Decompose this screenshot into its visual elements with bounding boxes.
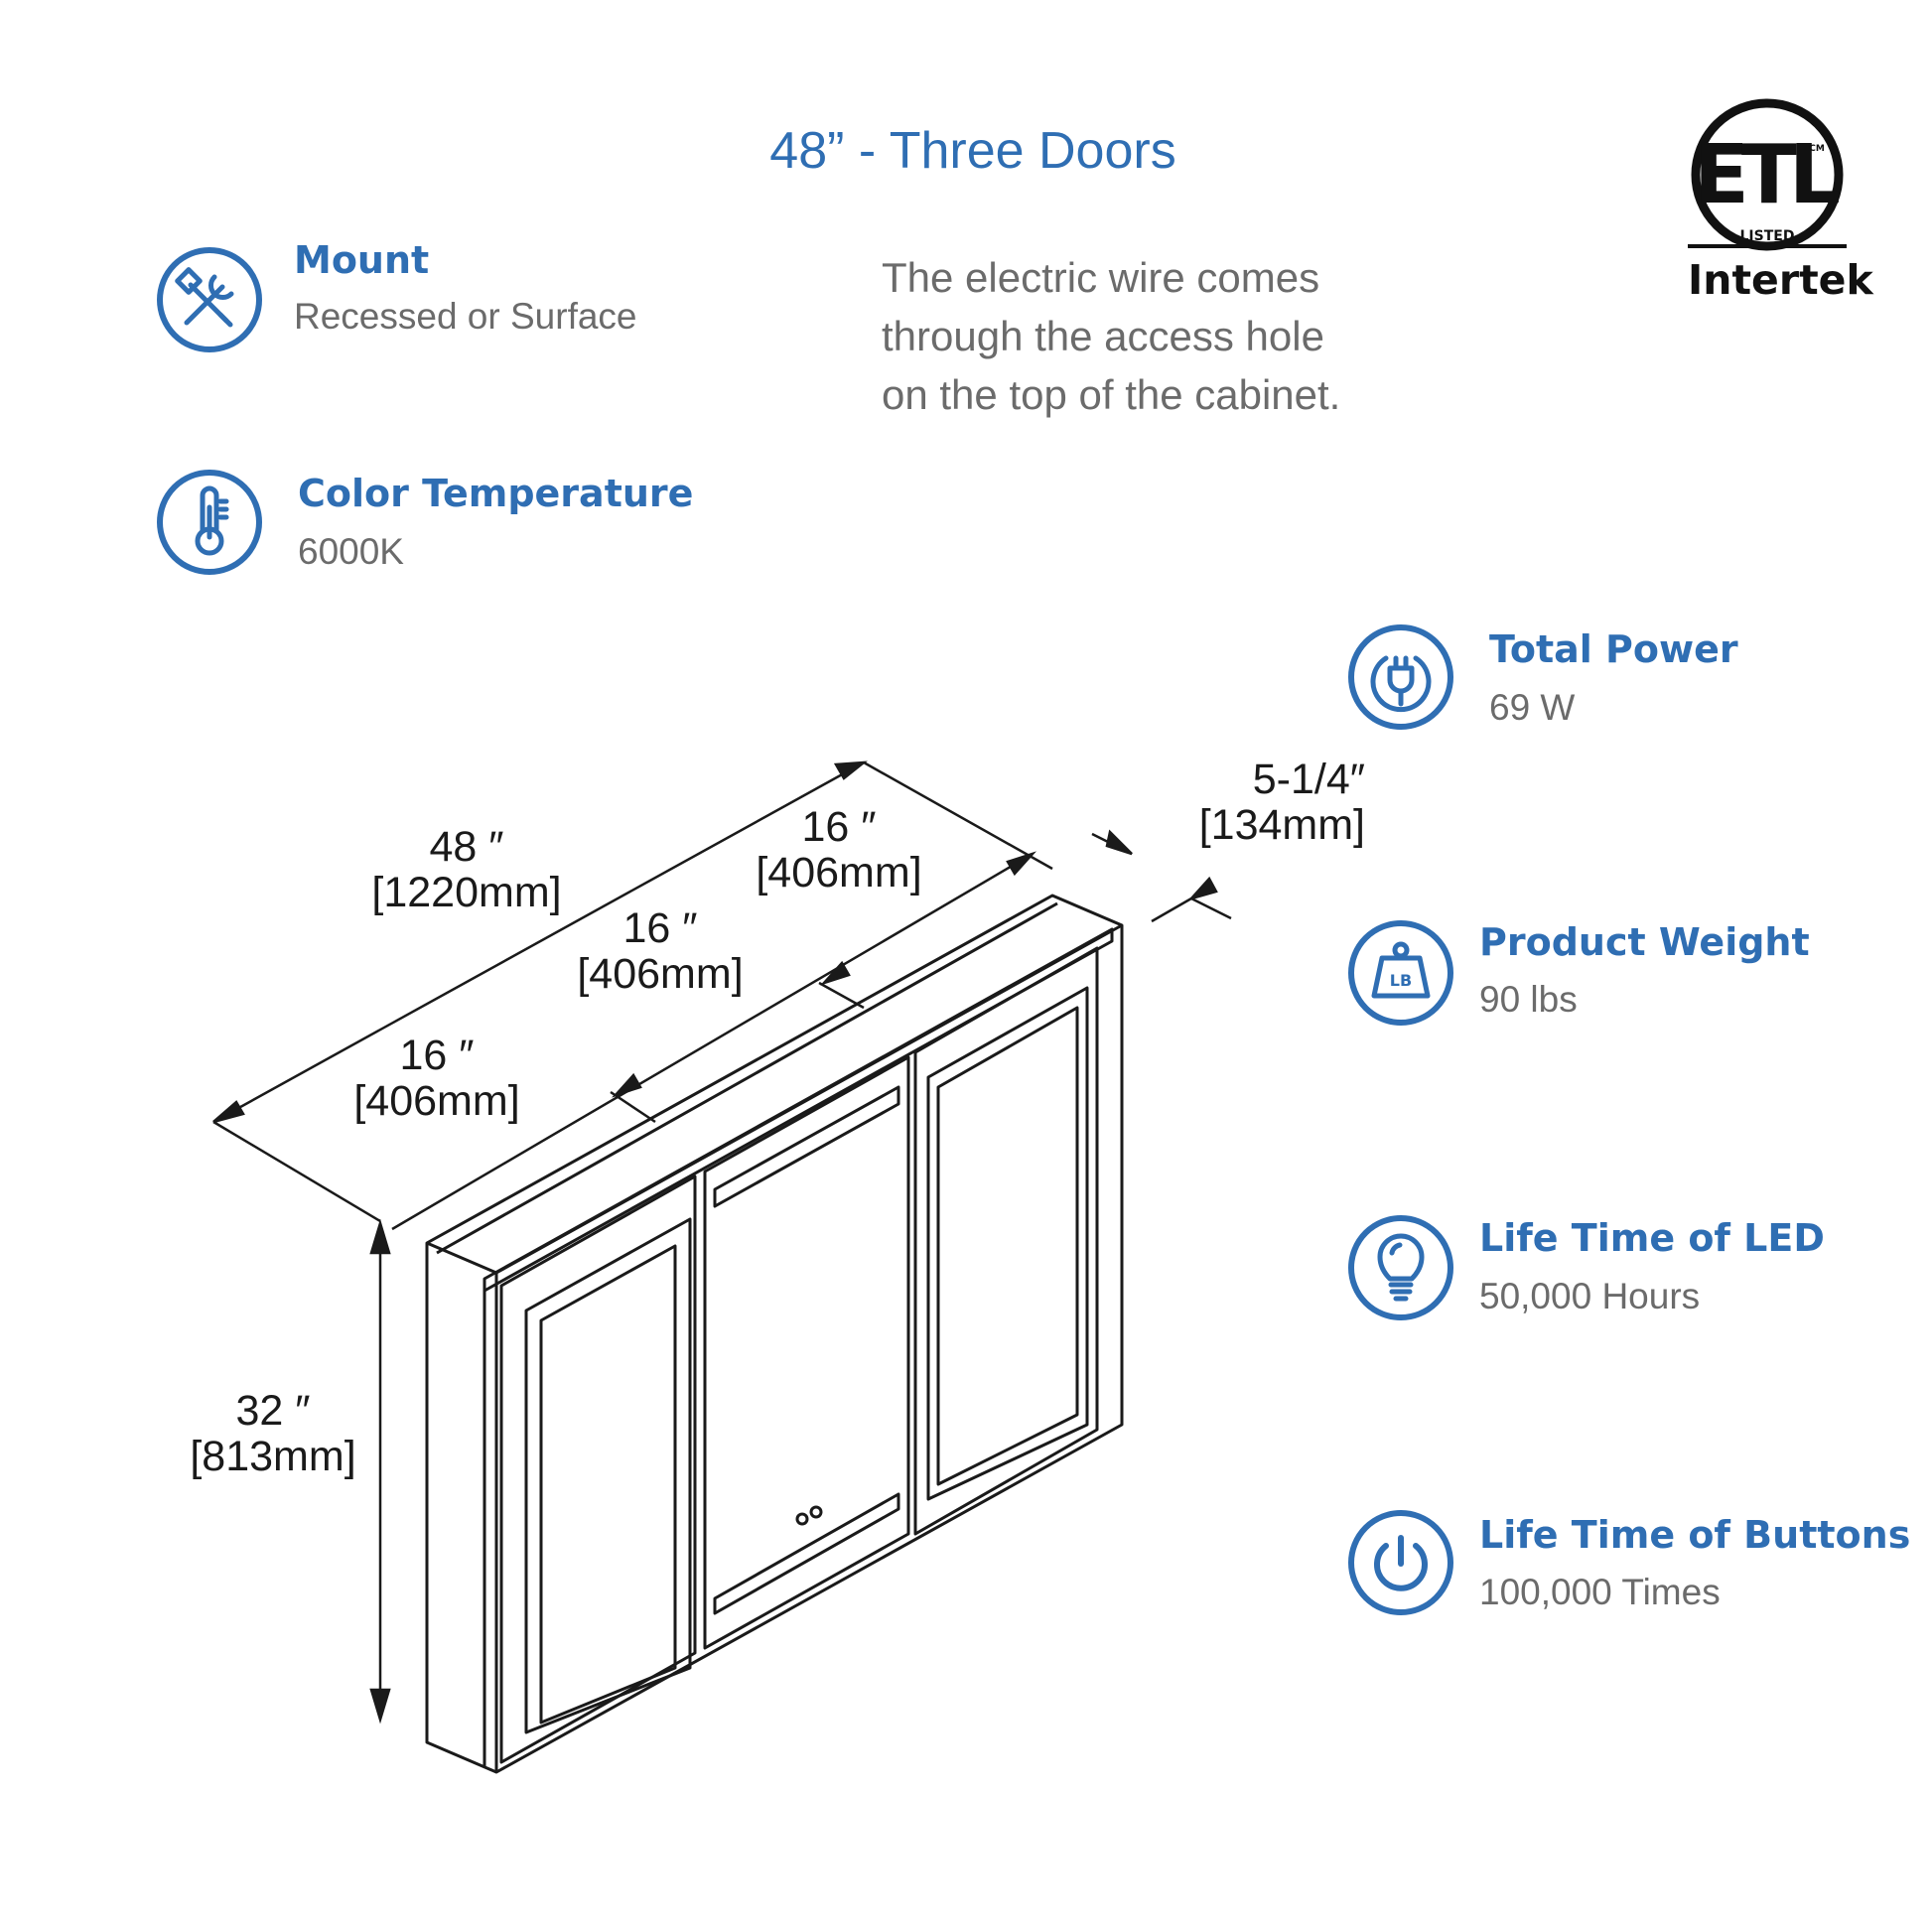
dimension-inches: 5-1/4″ <box>1252 756 1365 803</box>
arrow-head <box>611 1072 642 1098</box>
door-right-inner <box>926 986 1089 1501</box>
feature-label: Life Time of Buttons <box>1479 1513 1911 1557</box>
feature-value: 6000K <box>298 531 404 572</box>
feature-value: 69 W <box>1489 687 1576 728</box>
feature-label: Product Weight <box>1479 920 1810 964</box>
door-middle-led-bottom <box>713 1492 900 1615</box>
arrow-head <box>1105 829 1133 856</box>
door-right <box>913 946 1099 1536</box>
dimension-inches: 16 ″ <box>399 1032 475 1079</box>
width-ext-right <box>863 760 1053 871</box>
etl-mark-text: ETL <box>1694 128 1840 222</box>
etl-mark-corner: CM <box>1809 144 1825 154</box>
dimension-inches: 16 ″ <box>622 904 698 952</box>
arrow-head <box>819 960 851 986</box>
dimension-mm: [134mm] <box>1198 801 1365 849</box>
feature-label: Mount <box>294 238 430 282</box>
cabinet-body <box>425 894 1124 1774</box>
arrow-head <box>369 1688 391 1725</box>
width-dimension: 48 ″ [1220mm] <box>357 824 576 915</box>
door-left <box>499 1174 697 1764</box>
feature-value: Recessed or Surface <box>294 296 637 337</box>
door-dim-line <box>391 852 1034 1231</box>
note-line: through the access hole <box>882 313 1324 359</box>
dimension-inches: 48 ″ <box>429 823 504 871</box>
weight-icon: LB <box>1348 920 1453 1026</box>
cabinet-top-lip <box>436 901 1058 1255</box>
power-plug-icon <box>1348 624 1453 730</box>
door-left-dimension: 16 ″ [406mm] <box>328 1033 546 1124</box>
light-bulb-icon <box>1348 1215 1453 1320</box>
weight-icon-text: LB <box>1390 971 1412 990</box>
brand-divider <box>1688 244 1847 248</box>
dimension-mm: [813mm] <box>190 1433 356 1480</box>
etl-mark-sub: LISTED <box>1740 228 1795 244</box>
feature-value: 100,000 Times <box>1479 1572 1721 1612</box>
touch-button-1 <box>795 1512 809 1526</box>
arrow-head <box>212 1100 245 1124</box>
height-dimension: 32 ″ [813mm] <box>169 1388 377 1479</box>
tools-icon <box>157 247 262 352</box>
door-right-dimension: 16 ″ [406mm] <box>730 804 948 896</box>
feature-label: Total Power <box>1489 627 1738 671</box>
door-middle-dimension: 16 ″ [406mm] <box>551 905 769 997</box>
door-left-inner <box>524 1217 692 1734</box>
feature-value: 90 lbs <box>1479 979 1578 1020</box>
thermometer-icon <box>157 470 262 575</box>
touch-button-2 <box>809 1505 823 1519</box>
door-right-led <box>936 1006 1079 1486</box>
wiring-note: The electric wire comes through the acce… <box>882 248 1340 424</box>
arrow-head <box>369 1218 391 1255</box>
dimension-mm: [1220mm] <box>371 869 562 916</box>
arrow-head <box>1006 851 1037 877</box>
door-middle <box>703 1055 910 1650</box>
note-line: The electric wire comes <box>882 254 1320 301</box>
door-middle-led-top <box>713 1085 900 1208</box>
feature-label: Life Time of LED <box>1479 1216 1825 1260</box>
dimension-inches: 32 ″ <box>235 1387 311 1435</box>
door-dim-ticks <box>610 981 865 1124</box>
dimension-inches: 16 ″ <box>801 803 877 851</box>
door-left-led <box>539 1244 677 1725</box>
arrow-head <box>1187 876 1218 901</box>
note-line: on the top of the cabinet. <box>882 371 1341 418</box>
width-ext-left <box>212 1120 381 1223</box>
feature-label: Color Temperature <box>298 472 694 515</box>
power-button-icon <box>1348 1510 1453 1615</box>
arrow-head <box>833 760 868 780</box>
depth-dimension: 5-1/4″ [134mm] <box>1167 757 1365 848</box>
dimension-mm: [406mm] <box>353 1077 520 1125</box>
cabinet-front-frame-top <box>483 927 1114 1293</box>
page-title: 48” - Three Doors <box>769 122 1176 180</box>
width-dim-line <box>212 760 865 1124</box>
brand-name: Intertek <box>1688 256 1873 304</box>
feature-value: 50,000 Hours <box>1479 1276 1701 1316</box>
dimension-mm: [406mm] <box>756 849 922 897</box>
dimension-mm: [406mm] <box>577 950 744 998</box>
